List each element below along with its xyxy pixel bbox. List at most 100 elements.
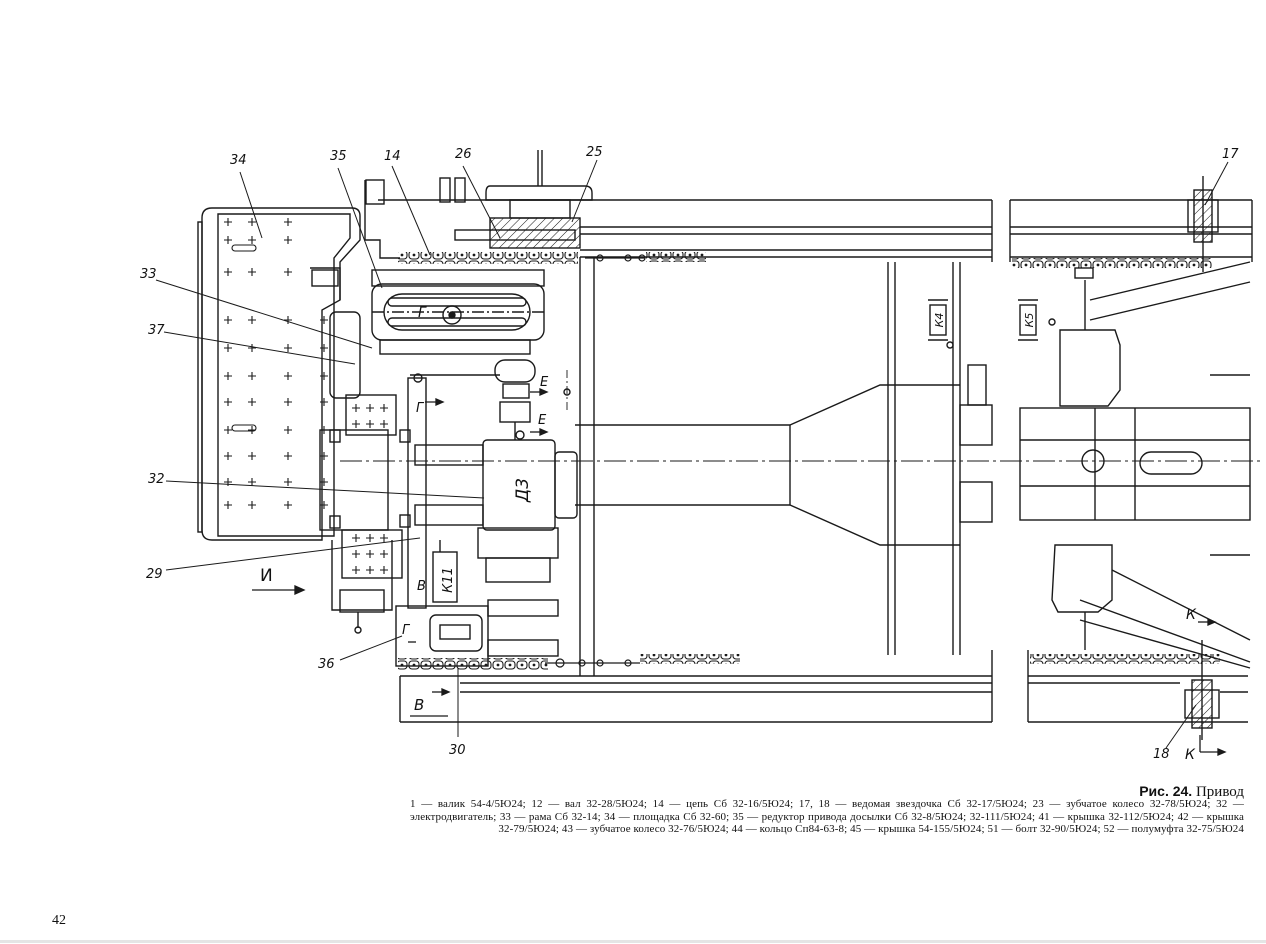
leader-lines — [155, 159, 1229, 749]
platform-plus-mark — [224, 398, 232, 406]
platform-plus-mark — [248, 501, 256, 509]
platform-plus-mark — [248, 316, 256, 324]
view-marker-I: И — [260, 566, 273, 586]
platform-plus-mark — [320, 316, 328, 324]
platform-plus-mark — [248, 218, 256, 226]
platform-34 — [197, 207, 361, 541]
callout-34: 34 — [230, 153, 247, 168]
platform-plus-mark — [224, 218, 232, 226]
platform-plus-mark — [380, 566, 388, 574]
callout-35: 35 — [330, 149, 347, 164]
view-marker-G-shaft: Г — [416, 401, 424, 416]
view-marker-V-block: В — [417, 579, 426, 594]
platform-plus-mark — [284, 316, 292, 324]
platform-plus-mark — [352, 550, 360, 558]
frame-33 — [310, 177, 466, 634]
shaft-29 — [399, 373, 427, 609]
platform-plus-mark — [284, 344, 292, 352]
platform-plus-mark — [224, 268, 232, 276]
platform-slot — [231, 424, 257, 432]
view-marker-E-upper: Е — [540, 375, 549, 390]
platform-plus-mark — [224, 316, 232, 324]
platform-plus-mark — [284, 398, 292, 406]
platform-plus-mark — [366, 550, 374, 558]
view-marker-V-lower: В — [414, 696, 425, 714]
chain-upper — [398, 252, 578, 264]
chain-lower-mid — [640, 654, 740, 664]
callout-17: 17 — [1222, 147, 1239, 162]
platform-plus-mark — [352, 566, 360, 574]
platform-plus-mark — [248, 344, 256, 352]
chain-lower-right — [1030, 654, 1220, 664]
platform-plus-mark — [248, 398, 256, 406]
callout-33: 33 — [140, 267, 157, 282]
platform-plus-mark — [248, 452, 256, 460]
platform-plus-mark — [352, 534, 360, 542]
view-marker-K-lower: К — [1185, 747, 1195, 763]
coupling-E — [410, 359, 536, 440]
callout-26: 26 — [455, 147, 472, 162]
platform-plus-mark — [284, 478, 292, 486]
sensor-k5 — [1018, 299, 1056, 341]
callout-25: 25 — [586, 145, 603, 160]
chain-upper-right — [1012, 258, 1212, 268]
platform-plus-mark — [284, 218, 292, 226]
view-arrows — [252, 388, 1227, 756]
view-marker-K-upper: К — [1186, 607, 1196, 623]
platform-slot — [231, 244, 257, 252]
callout-37: 37 — [148, 323, 165, 338]
platform-plus-mark — [248, 268, 256, 276]
callout-18: 18 — [1153, 747, 1170, 762]
label-k11: К11 — [441, 567, 456, 593]
block-36 — [395, 540, 559, 667]
platform-plus-mark — [320, 478, 328, 486]
platform-plus-mark — [248, 478, 256, 486]
reducer-35 — [371, 269, 545, 355]
platform-plus-mark — [284, 452, 292, 460]
platform-plus-mark — [380, 404, 388, 412]
figure-title: Привод — [1195, 784, 1244, 800]
callout-32: 32 — [148, 472, 165, 487]
figure-caption-title: Рис. 24. Привод — [1139, 783, 1244, 801]
figure-legend: 1 — валик 54-4/5Ю24; 12 — вал 32-28/5Ю24… — [410, 798, 1244, 836]
platform-plus-mark — [284, 372, 292, 380]
platform-plus-mark — [284, 236, 292, 244]
platform-plus-mark — [224, 372, 232, 380]
callout-29: 29 — [146, 567, 163, 582]
platform-plus-mark — [224, 426, 232, 434]
sensor-k4 — [928, 299, 954, 349]
platform-plus-mark — [352, 420, 360, 428]
platform-plus-mark — [380, 420, 388, 428]
platform-plus-mark — [320, 452, 328, 460]
figure-label: Рис. 24. — [1139, 783, 1193, 799]
platform-plus-mark — [224, 236, 232, 244]
electric-motor-32 — [414, 430, 578, 583]
platform-plus-mark — [284, 426, 292, 434]
sprocket-17 — [1187, 176, 1219, 272]
gear-25 — [454, 150, 593, 249]
label-k4: К4 — [933, 313, 946, 328]
right-end-assembly — [1051, 261, 1251, 669]
view-marker-E-lower: Е — [538, 413, 547, 428]
sprocket-18 — [1184, 640, 1220, 740]
platform-plus-mark — [366, 534, 374, 542]
platform-plus-mark — [320, 398, 328, 406]
central-beam — [575, 364, 1251, 546]
platform-plus-mark — [380, 534, 388, 542]
chain-tensioners — [545, 254, 646, 668]
callout-30: 30 — [449, 743, 466, 758]
platform-plus-mark — [380, 550, 388, 558]
platform-plus-mark — [248, 236, 256, 244]
view-marker-G-reducer: Г — [418, 305, 426, 321]
platform-plus-mark — [366, 420, 374, 428]
callout-14: 14 — [384, 149, 401, 164]
frame-verticals — [579, 257, 961, 676]
platform-plus-mark — [352, 404, 360, 412]
platform-plus-mark — [284, 268, 292, 276]
platform-plus-mark — [366, 404, 374, 412]
platform-plus-mark — [224, 501, 232, 509]
platform-plus-mark — [284, 501, 292, 509]
callout-36: 36 — [318, 657, 335, 672]
page-number: 42 — [52, 913, 66, 928]
